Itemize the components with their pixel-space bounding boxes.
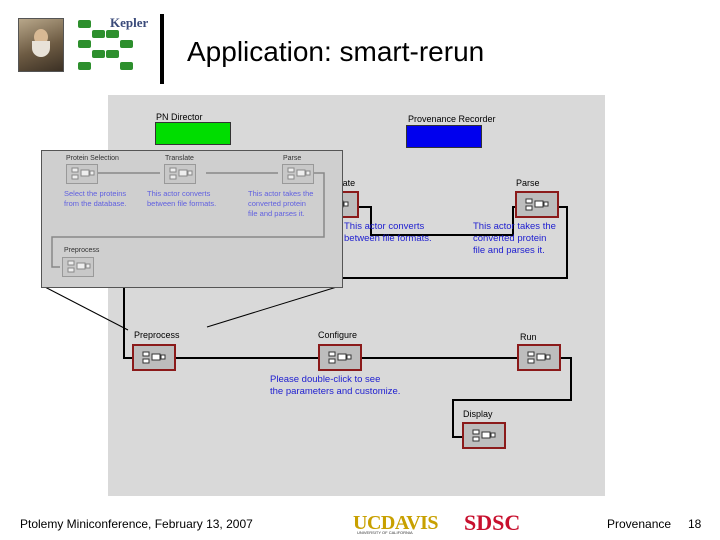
ucdavis-logo: UCDAVIS	[353, 512, 439, 534]
parse-note: This actor takes the converted protein f…	[473, 221, 556, 256]
actor-icon	[328, 351, 352, 364]
actor-parse-label: Parse	[516, 178, 540, 188]
actor-icon	[67, 260, 91, 273]
actor-icon	[71, 167, 95, 180]
page-number: 18	[688, 517, 702, 531]
actor-display[interactable]	[462, 422, 506, 449]
inset-translate-note: This actor converts between file formats…	[147, 189, 217, 208]
translate-note: This actor converts between file formats…	[344, 221, 432, 244]
inset-preprocess-label: Preprocess	[64, 247, 100, 254]
composite-actor-inset[interactable]: Protein Selection Select the proteins fr…	[41, 150, 343, 288]
actor-run[interactable]	[517, 344, 561, 371]
ucdavis-logo-subtitle: UNIVERSITY OF CALIFORNIA	[357, 530, 413, 535]
kepler-portrait-logo	[18, 18, 64, 72]
actor-run-label: Run	[520, 332, 537, 342]
sdsc-logo: SDSC	[464, 510, 521, 535]
inset-parse-label: Parse	[283, 155, 302, 162]
actor-icon	[287, 167, 311, 180]
inset-protein-selection-note: Select the proteins from the database.	[64, 189, 127, 208]
footer-conference: Ptolemy Miniconference, February 13, 200…	[20, 517, 253, 531]
pn-director[interactable]	[155, 122, 231, 145]
workflow-connections	[123, 206, 572, 438]
actor-configure-label: Configure	[318, 330, 358, 340]
actor-icon	[169, 167, 193, 180]
actor-configure[interactable]	[318, 344, 362, 371]
actor-display-label: Display	[463, 409, 493, 419]
inset-parse-note: This actor takes the converted protein f…	[248, 189, 314, 218]
inset-connections	[51, 172, 325, 268]
actor-preprocess-label: Preprocess	[134, 330, 180, 340]
footer-section: Provenance	[607, 517, 672, 531]
provenance-recorder[interactable]	[406, 125, 482, 148]
inset-actor-preprocess[interactable]	[62, 257, 94, 277]
kepler-logo-text: Kepler	[110, 15, 149, 30]
inset-actor-translate[interactable]	[164, 164, 196, 184]
actor-preprocess[interactable]	[132, 344, 176, 371]
pn-director-label: PN Director	[156, 112, 203, 122]
provenance-recorder-label: Provenance Recorder	[408, 114, 496, 124]
actor-parse[interactable]	[515, 191, 559, 218]
inset-translate-label: Translate	[165, 155, 194, 162]
configure-note: Please double-click to see the parameter…	[270, 374, 401, 397]
actor-icon	[142, 351, 166, 364]
slide-title: Application: smart-rerun	[187, 36, 485, 67]
inset-actor-protein-selection[interactable]	[66, 164, 98, 184]
actor-icon	[527, 351, 551, 364]
header-divider	[160, 14, 164, 84]
actor-icon	[472, 429, 496, 442]
inset-actor-parse[interactable]	[282, 164, 314, 184]
actor-icon	[525, 198, 549, 211]
inset-protein-selection-label: Protein Selection	[66, 155, 119, 162]
